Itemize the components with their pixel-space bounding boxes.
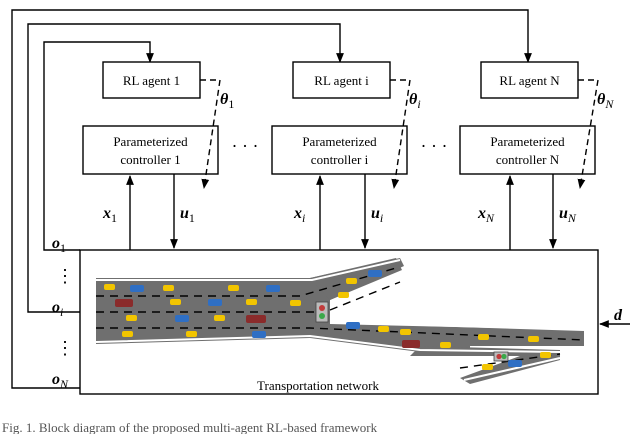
vehicles <box>104 270 551 370</box>
theta-1-label: θ1 <box>220 91 234 111</box>
vehicle <box>122 331 133 337</box>
vehicle <box>163 285 174 291</box>
figure-caption: Fig. 1. Block diagram of the proposed mu… <box>2 420 378 434</box>
ui-label: ui <box>371 205 383 225</box>
vehicle <box>528 336 539 342</box>
vehicle <box>368 270 382 277</box>
vehicle <box>508 360 522 367</box>
oi-label: oi <box>52 299 63 319</box>
rl-agent-i: RL agent i <box>292 61 391 99</box>
xn-label: xN <box>477 205 495 225</box>
vehicle <box>208 299 222 306</box>
network-label: Transportation network <box>257 378 379 393</box>
vehicle <box>482 364 493 370</box>
controller-i-line1: Parameterized <box>302 134 377 149</box>
vehicle <box>126 315 137 321</box>
rl-agent-i-label: RL agent i <box>314 73 369 88</box>
feedback-line-agent-i <box>27 23 344 313</box>
vehicle <box>175 315 189 322</box>
vehicle <box>104 284 115 290</box>
theta-arrow-n <box>577 79 599 189</box>
theta-n-label: θN <box>597 91 614 111</box>
controller-1-line2: controller 1 <box>120 152 180 167</box>
on-label: oN <box>52 371 69 391</box>
o1-label: o1 <box>52 235 66 255</box>
vehicle <box>252 331 266 338</box>
controller-n: Parameterized controller N <box>459 125 596 175</box>
vehicle <box>115 299 133 307</box>
vehicle <box>338 292 349 298</box>
feedback-line-agent-1 <box>43 41 154 251</box>
vehicle <box>228 285 239 291</box>
un-label: uN <box>559 205 577 225</box>
ellipsis-1: · · · <box>232 136 259 156</box>
ellipsis-2: · · · <box>421 136 448 156</box>
controller-i-line2: controller i <box>311 152 369 167</box>
controller-n-line1: Parameterized <box>490 134 565 149</box>
vehicle <box>246 315 266 323</box>
rl-agent-1-label: RL agent 1 <box>123 73 180 88</box>
vehicle <box>478 334 489 340</box>
traffic-signal-1 <box>315 301 329 323</box>
rl-agent-1: RL agent 1 <box>102 61 201 99</box>
vehicle <box>540 352 551 358</box>
u1-label: u1 <box>180 205 195 225</box>
lower-branch <box>410 346 560 384</box>
theta-i-label: θi <box>409 91 421 111</box>
vehicle <box>346 322 360 329</box>
vehicle <box>378 326 389 332</box>
rl-agent-n-label: RL agent N <box>499 73 560 88</box>
vehicle <box>400 329 411 335</box>
vehicle <box>440 342 451 348</box>
vehicle <box>246 299 257 305</box>
feedback-lines <box>11 9 532 389</box>
theta-arrow-1 <box>200 79 221 189</box>
main-road <box>96 258 584 352</box>
vehicle <box>170 299 181 305</box>
vehicle <box>130 285 144 292</box>
xi-label: xi <box>293 205 305 225</box>
rl-agent-n: RL agent N <box>480 61 579 99</box>
feedback-line-agent-n <box>11 9 532 389</box>
vdots-1: ⋮ <box>56 266 74 286</box>
vehicle <box>186 331 197 337</box>
controller-n-line2: controller N <box>496 152 560 167</box>
controller-i: Parameterized controller i <box>271 125 408 175</box>
vehicle <box>214 315 225 321</box>
controller-1-line1: Parameterized <box>113 134 188 149</box>
vdots-2: ⋮ <box>56 338 74 358</box>
controller-1: Parameterized controller 1 <box>82 125 219 175</box>
vehicle <box>266 285 280 292</box>
theta-arrow-i <box>390 79 411 189</box>
vehicle <box>290 300 301 306</box>
x1-label: x1 <box>102 205 117 225</box>
traffic-signal-2 <box>493 351 509 362</box>
vehicle <box>346 278 357 284</box>
disturbance-label: d <box>614 307 623 324</box>
vehicle <box>402 340 420 348</box>
